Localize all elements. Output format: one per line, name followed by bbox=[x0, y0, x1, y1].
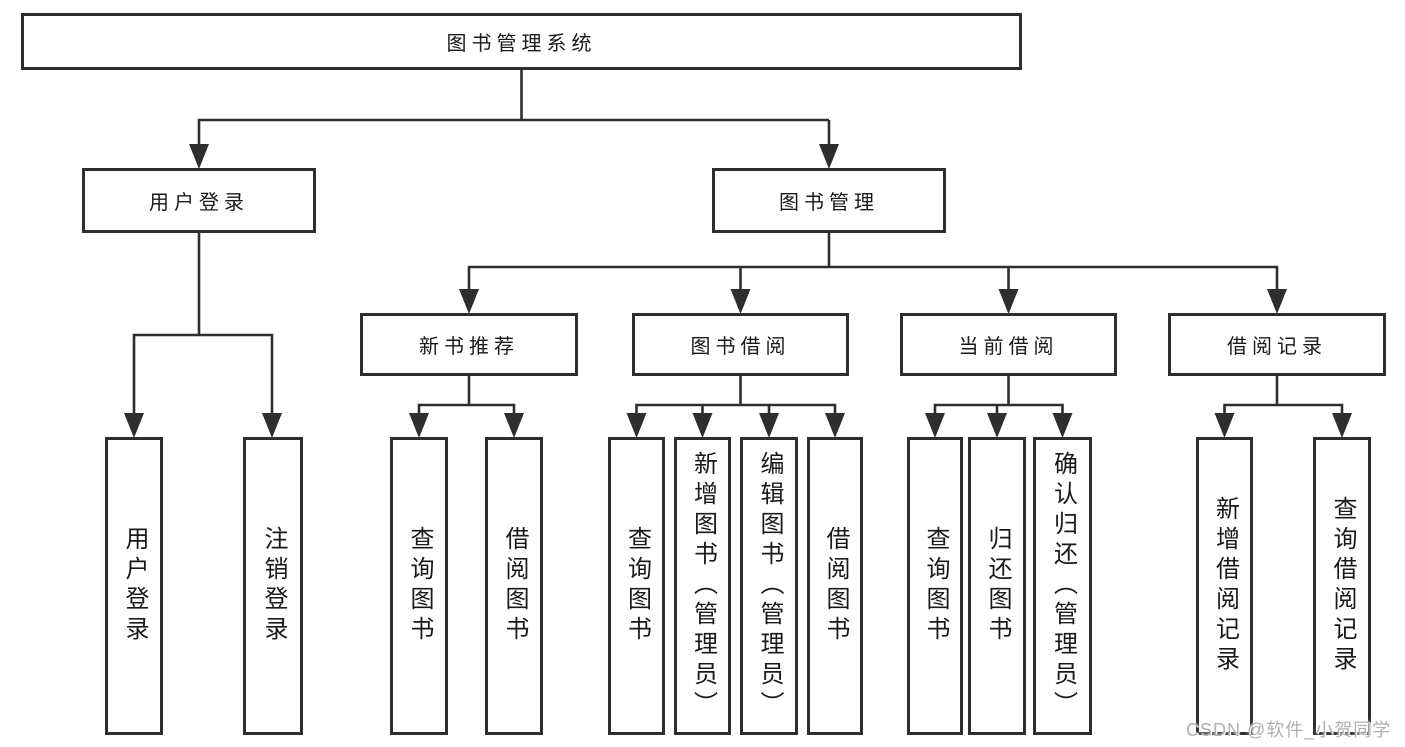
node-leaf-user-login-label: 用户登录 bbox=[121, 526, 148, 646]
arrow-icon bbox=[998, 289, 1019, 314]
arrow-icon bbox=[1052, 413, 1073, 438]
node-current-borrowing-label: 当前借阅 bbox=[958, 336, 1059, 358]
node-new-book-recommend-label: 新书推荐 bbox=[419, 336, 519, 358]
arrow-icon bbox=[1267, 289, 1287, 314]
node-leaf-recommend-borrow-books-label: 借阅图书 bbox=[501, 526, 528, 646]
node-root-system: 图书管理系统 bbox=[21, 13, 1022, 70]
arrow-icon bbox=[1214, 413, 1235, 438]
arrow-icon bbox=[825, 413, 845, 438]
arrow-icon bbox=[504, 413, 524, 438]
node-borrowing-records: 借阅记录 bbox=[1168, 313, 1386, 376]
node-root-system-label: 图书管理系统 bbox=[446, 33, 597, 55]
node-book-management: 图书管理 bbox=[712, 168, 946, 233]
node-leaf-query-borrow-record: 查询借阅记录 bbox=[1313, 437, 1371, 735]
connector-root-to-level2 bbox=[197, 70, 831, 146]
node-leaf-confirm-return-admin: 确认归还（管理员） bbox=[1033, 437, 1092, 735]
node-leaf-borrow-query-books-label: 查询图书 bbox=[623, 526, 651, 646]
node-leaf-logout: 注销登录 bbox=[243, 437, 303, 735]
node-new-book-recommend: 新书推荐 bbox=[360, 313, 578, 376]
node-leaf-recommend-query-books-label: 查询图书 bbox=[406, 526, 433, 646]
arrow-icon bbox=[692, 413, 713, 438]
node-leaf-return-books-label: 归还图书 bbox=[984, 526, 1011, 646]
node-leaf-add-books-admin-label: 新增图书（管理员） bbox=[689, 451, 717, 721]
arrow-icon bbox=[987, 413, 1007, 438]
arrow-icon bbox=[409, 413, 429, 438]
arrow-icon bbox=[819, 144, 839, 169]
node-leaf-add-books-admin: 新增图书（管理员） bbox=[674, 437, 731, 735]
arrow-icon bbox=[925, 413, 945, 438]
node-leaf-add-borrow-record: 新增借阅记录 bbox=[1196, 437, 1253, 735]
arrow-icon bbox=[1332, 413, 1352, 438]
arrow-icon bbox=[626, 413, 647, 438]
node-book-management-label: 图书管理 bbox=[779, 192, 879, 214]
node-leaf-edit-books-admin: 编辑图书（管理员） bbox=[740, 437, 798, 735]
node-leaf-borrow-books-label: 借阅图书 bbox=[822, 526, 849, 646]
node-book-borrowing: 图书借阅 bbox=[632, 313, 849, 376]
node-current-borrowing: 当前借阅 bbox=[900, 313, 1117, 376]
arrow-icon bbox=[759, 413, 779, 438]
node-user-login: 用户登录 bbox=[82, 168, 316, 233]
node-borrowing-records-label: 借阅记录 bbox=[1227, 336, 1327, 358]
arrow-icon bbox=[459, 289, 479, 314]
node-leaf-logout-label: 注销登录 bbox=[260, 526, 287, 646]
node-leaf-edit-books-admin-label: 编辑图书（管理员） bbox=[756, 451, 783, 721]
connector-records-subtree bbox=[1223, 376, 1344, 415]
connector-manage-to-level3 bbox=[467, 233, 1279, 292]
node-leaf-return-books: 归还图书 bbox=[968, 437, 1026, 735]
arrow-icon bbox=[189, 144, 209, 169]
node-leaf-query-borrow-record-label: 查询借阅记录 bbox=[1329, 496, 1356, 676]
connector-login-subtree bbox=[132, 233, 274, 415]
node-leaf-recommend-borrow-books: 借阅图书 bbox=[485, 437, 543, 735]
connector-current-subtree bbox=[933, 376, 1064, 415]
node-leaf-borrow-books: 借阅图书 bbox=[807, 437, 863, 735]
node-user-login-label: 用户登录 bbox=[149, 192, 249, 214]
node-leaf-recommend-query-books: 查询图书 bbox=[390, 437, 448, 735]
node-book-borrowing-label: 图书借阅 bbox=[690, 336, 791, 358]
connector-recommend-subtree bbox=[417, 376, 516, 415]
arrow-icon bbox=[124, 413, 144, 438]
node-leaf-borrow-query-books: 查询图书 bbox=[608, 437, 665, 735]
node-leaf-user-login: 用户登录 bbox=[105, 437, 163, 735]
node-leaf-confirm-return-admin-label: 确认归还（管理员） bbox=[1049, 451, 1077, 721]
node-leaf-add-borrow-record-label: 新增借阅记录 bbox=[1211, 496, 1239, 676]
node-leaf-current-query-books-label: 查询图书 bbox=[922, 526, 949, 646]
arrow-icon bbox=[730, 289, 751, 314]
arrow-icon bbox=[262, 413, 282, 438]
node-leaf-current-query-books: 查询图书 bbox=[907, 437, 963, 735]
connector-borrow-subtree bbox=[635, 376, 837, 415]
